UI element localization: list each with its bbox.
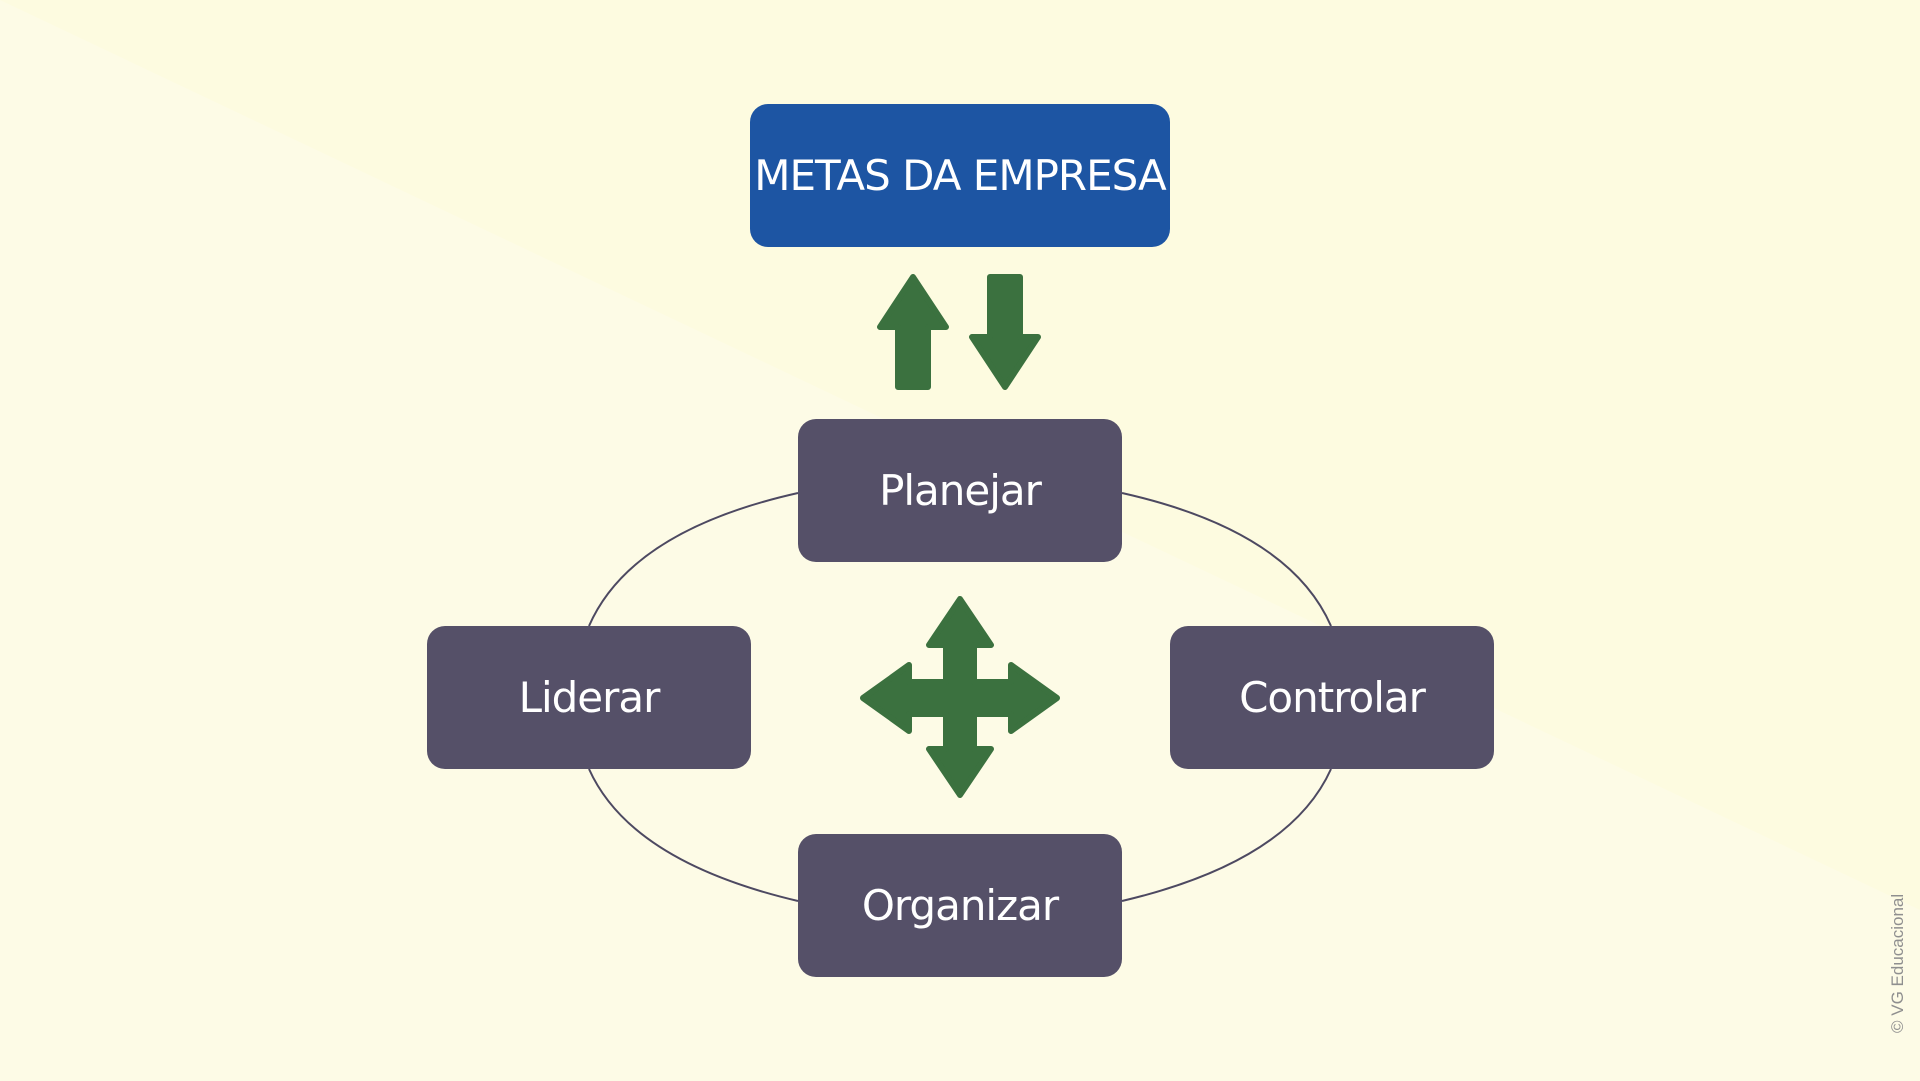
step-planejar: Planejar bbox=[798, 419, 1122, 562]
arrow-up-icon bbox=[877, 274, 949, 390]
step-organizar: Organizar bbox=[798, 834, 1122, 977]
step-controlar: Controlar bbox=[1170, 626, 1494, 769]
connector-right-bottom bbox=[1121, 768, 1332, 902]
connector-right-top bbox=[1121, 492, 1332, 627]
step-liderar: Liderar bbox=[427, 626, 751, 769]
connector-left-top bbox=[588, 492, 799, 627]
step-organizar-label: Organizar bbox=[861, 881, 1059, 930]
four-way-arrow-icon bbox=[860, 596, 1060, 798]
step-planejar-label: Planejar bbox=[879, 466, 1042, 515]
connector-left-bottom bbox=[588, 768, 799, 902]
step-controlar-label: Controlar bbox=[1239, 673, 1426, 722]
arrow-down-icon bbox=[969, 274, 1041, 390]
goal-label: METAS DA EMPRESA bbox=[754, 151, 1167, 200]
watermark: © VG Educacional bbox=[1888, 893, 1907, 1033]
step-liderar-label: Liderar bbox=[518, 673, 661, 722]
goal-box: METAS DA EMPRESA bbox=[750, 104, 1170, 247]
